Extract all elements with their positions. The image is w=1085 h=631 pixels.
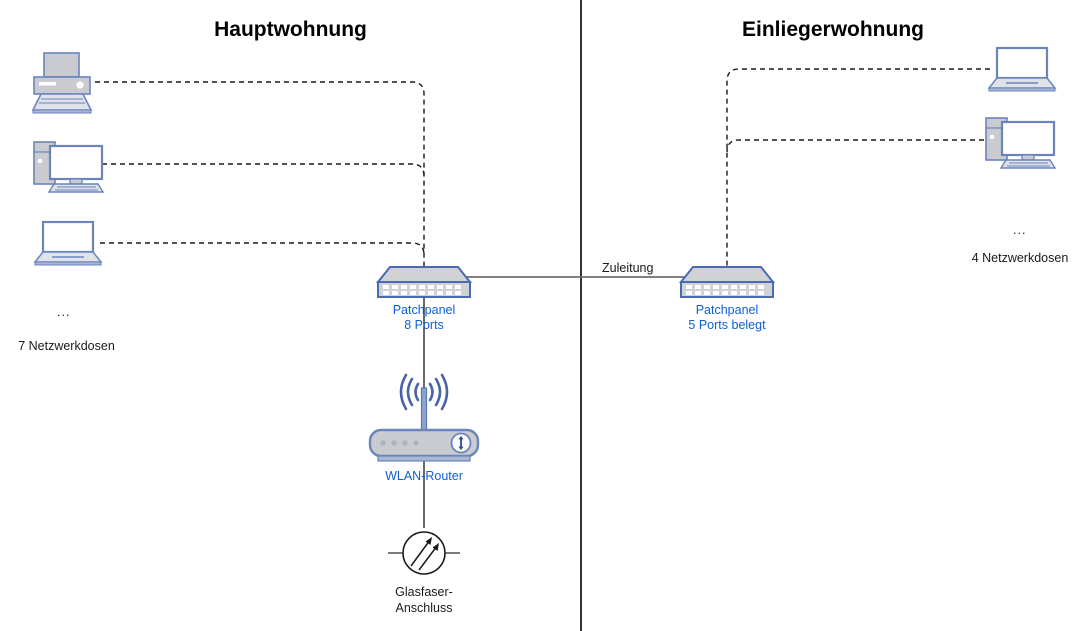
right-outlets-ellipsis: ... bbox=[1013, 223, 1027, 237]
desktop-pc-icon bbox=[33, 141, 105, 193]
wlan-antenna-icon bbox=[399, 373, 449, 433]
laptop-icon-right bbox=[987, 46, 1057, 92]
desktop-pc-icon-right bbox=[985, 117, 1057, 169]
zone-title-left: Hauptwohnung bbox=[214, 18, 367, 41]
link-desktop-to-patchpanel bbox=[102, 163, 425, 177]
link-printer-to-patchpanel bbox=[95, 81, 425, 268]
zone-title-right: Einliegerwohnung bbox=[742, 18, 924, 41]
link-laptop-to-patchpanel bbox=[100, 242, 425, 256]
patchpanel-left-label-line2: 8 Ports bbox=[404, 318, 444, 332]
link-right-desktop-to-patchpanel bbox=[726, 139, 984, 153]
wlan-router-label: WLAN-Router bbox=[385, 469, 463, 483]
patchpanel-right-label-line2: 5 Ports belegt bbox=[688, 318, 766, 332]
link-right-laptop-to-patchpanel bbox=[726, 68, 990, 268]
patchpanel-left-label-line1: Patchpanel bbox=[392, 303, 456, 317]
printer-icon bbox=[31, 52, 93, 114]
left-outlets-ellipsis: ... bbox=[57, 305, 71, 319]
glasfaser-anschluss-icon bbox=[388, 531, 460, 575]
glasfaser-label-line1: Glasfaser- bbox=[395, 585, 453, 599]
left-outlet-count: 7 Netzwerkdosen bbox=[18, 339, 115, 353]
glasfaser-label-line2: Anschluss bbox=[395, 601, 453, 615]
patchpanel-left-icon bbox=[375, 266, 473, 298]
laptop-icon bbox=[33, 220, 103, 266]
trunk-link-label: Zuleitung bbox=[602, 261, 654, 275]
patchpanel-right-label-line1: Patchpanel bbox=[695, 303, 759, 317]
wlan-router-icon bbox=[368, 428, 480, 462]
patchpanel-right-icon bbox=[678, 266, 776, 298]
right-outlet-count: 4 Netzwerkdosen bbox=[971, 251, 1069, 265]
